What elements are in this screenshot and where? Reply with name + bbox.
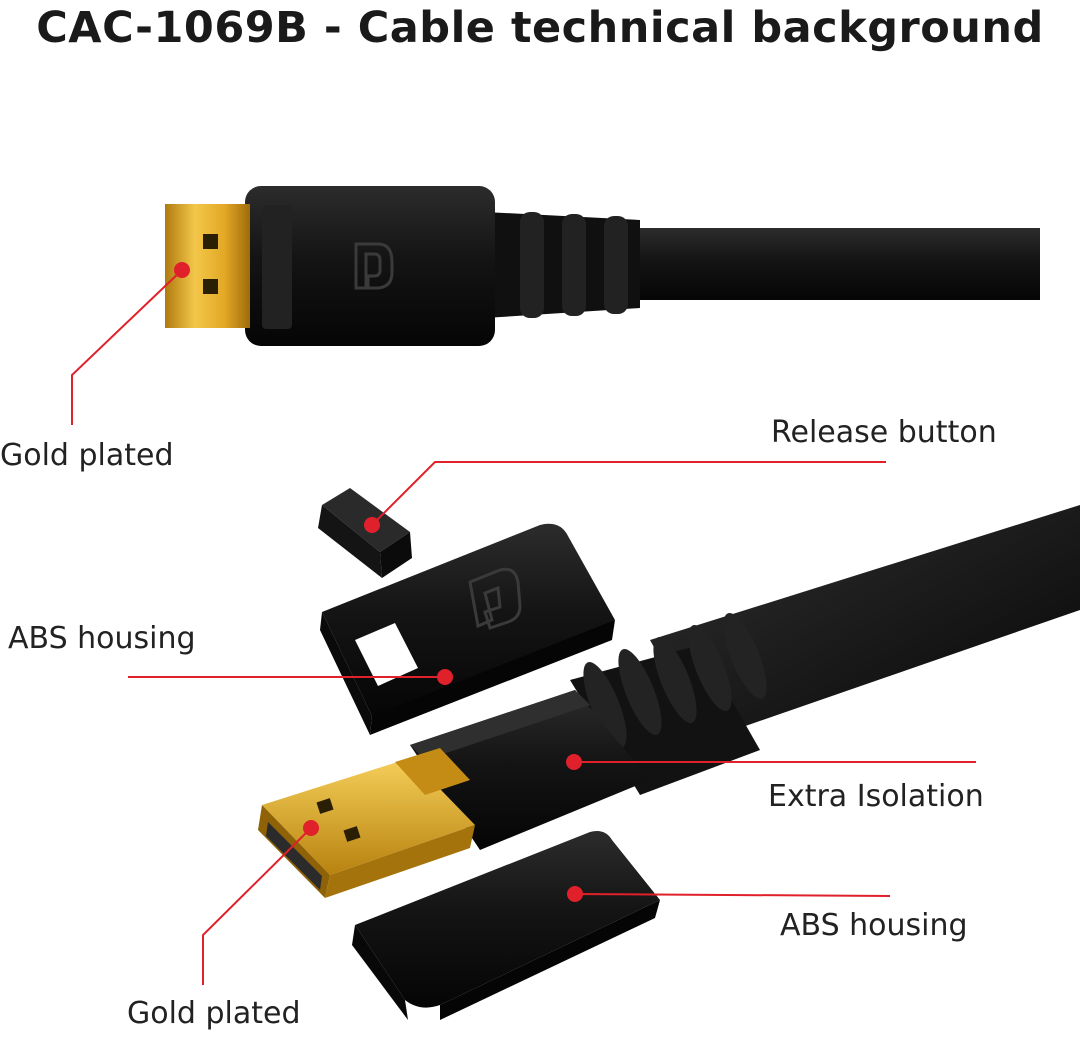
contact-hole-1 bbox=[203, 234, 218, 249]
gold-plug-top bbox=[165, 204, 250, 328]
inner-body-top bbox=[410, 690, 590, 760]
callout-label-gold-plated-top: Gold plated bbox=[0, 438, 174, 473]
callout-line-release bbox=[371, 461, 886, 526]
assembled-connector bbox=[165, 186, 1040, 346]
callout-dot-gold-top bbox=[174, 262, 190, 278]
callout-label-gold-plated-bottom: Gold plated bbox=[127, 996, 301, 1031]
housing-top bbox=[245, 186, 495, 346]
release-button-part bbox=[318, 488, 412, 578]
abs-housing-top-part bbox=[320, 523, 615, 735]
callout-dot-abs-top bbox=[437, 669, 453, 685]
cable-top bbox=[600, 228, 1040, 300]
displayport-logo-icon bbox=[354, 242, 394, 290]
callout-dots bbox=[174, 262, 583, 902]
callout-label-release-button: Release button bbox=[771, 415, 997, 450]
abs-housing-bottom-part bbox=[352, 831, 660, 1020]
strain-ring-2 bbox=[562, 214, 586, 316]
callout-label-abs-housing-top: ABS housing bbox=[8, 621, 196, 656]
callout-line-gold-bottom bbox=[202, 827, 312, 985]
housing-latch bbox=[262, 205, 292, 329]
gold-plug-exploded bbox=[258, 748, 475, 898]
callout-label-extra-isolation: Extra Isolation bbox=[768, 779, 984, 814]
page-title: CAC-1069B - Cable technical background bbox=[36, 3, 1044, 53]
callout-line-abs-bottom bbox=[574, 893, 891, 897]
callout-dot-release bbox=[364, 517, 380, 533]
callout-dot-gold-bottom bbox=[303, 820, 319, 836]
contact-hole-2 bbox=[203, 279, 218, 294]
callout-dot-abs-bottom bbox=[567, 886, 583, 902]
callout-label-abs-housing-bottom: ABS housing bbox=[780, 908, 968, 943]
strain-ring-3 bbox=[604, 216, 628, 314]
callout-dot-extra bbox=[566, 754, 582, 770]
strain-ring-1 bbox=[520, 212, 544, 318]
callout-lines bbox=[71, 269, 976, 985]
callout-line-gold-top bbox=[71, 269, 183, 425]
